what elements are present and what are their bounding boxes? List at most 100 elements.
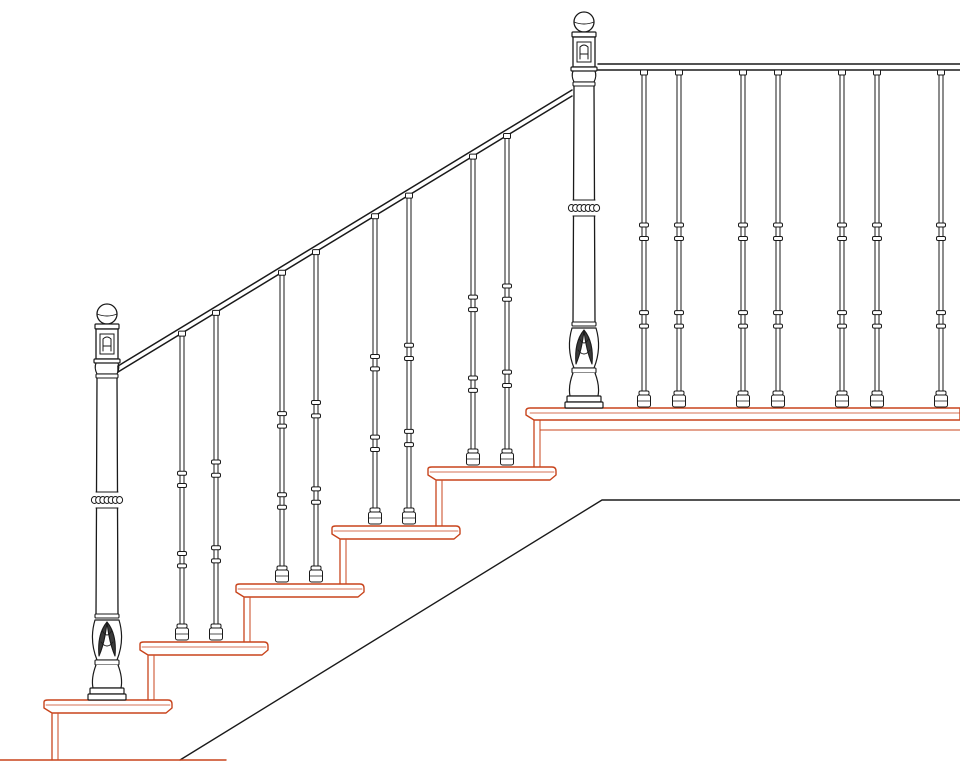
baluster-collar — [311, 499, 321, 505]
baluster-cap — [675, 69, 683, 76]
finial-collar — [571, 31, 597, 38]
baluster-collar — [370, 434, 380, 440]
newel-neck — [571, 70, 597, 83]
baluster-collar — [277, 504, 287, 510]
landing-baluster — [637, 69, 651, 408]
newel-neck — [94, 362, 120, 375]
baluster-collar — [277, 492, 287, 498]
landing-baluster — [771, 69, 785, 408]
leaf-veins — [577, 337, 591, 355]
baluster-collar — [404, 342, 414, 348]
stair-handrail-top — [117, 89, 573, 367]
acanthus-leaf-ornament — [568, 327, 600, 369]
landing-baluster — [934, 69, 948, 408]
newel-ring — [572, 81, 596, 87]
baluster-collar — [370, 353, 380, 359]
baluster-collar — [936, 310, 946, 316]
baluster-foot-ring — [176, 623, 188, 629]
finial-collar — [94, 323, 120, 330]
newel-panel-ornament — [102, 336, 112, 352]
stringer-line — [179, 499, 960, 761]
baluster-cap — [178, 330, 186, 337]
baluster-cap — [774, 69, 782, 76]
baluster-foot-ring — [935, 390, 947, 396]
baluster-foot-ring — [673, 390, 685, 396]
baluster-collar — [639, 236, 649, 241]
baluster-collar — [872, 310, 882, 316]
stair-baluster — [309, 249, 323, 583]
baluster-foot-ring — [836, 390, 848, 396]
newel-plinth — [564, 401, 604, 409]
stair-baluster — [402, 192, 416, 525]
baluster-collar — [502, 283, 512, 289]
baluster-collar — [674, 310, 684, 316]
newel-ring — [95, 373, 119, 379]
newel-plinth-top — [89, 687, 125, 695]
finial-band — [96, 313, 118, 317]
stair-baluster — [466, 153, 480, 466]
baluster-cap — [838, 69, 846, 76]
handrails — [117, 63, 960, 373]
baluster-foot-ring — [467, 448, 479, 454]
newel-post-landing — [564, 11, 604, 409]
step-tread — [331, 525, 461, 540]
stair-baluster — [368, 213, 382, 525]
baluster-collar — [738, 222, 748, 228]
newel-base-bell — [91, 664, 123, 689]
finial-ball — [573, 11, 595, 33]
baluster-foot-ring — [772, 390, 784, 396]
baluster-collar — [404, 356, 414, 362]
baluster-collar — [177, 563, 187, 569]
baluster-collar — [837, 323, 847, 329]
acanthus-leaf-ornament — [91, 619, 123, 661]
baluster-collar — [311, 400, 321, 406]
stair-handrail-bottom — [117, 95, 573, 373]
stair-baluster — [275, 269, 289, 583]
baluster-collar — [674, 236, 684, 241]
newel-plinth — [87, 693, 127, 701]
stair-step — [331, 525, 461, 585]
newel-bead — [593, 204, 601, 212]
balusters — [175, 69, 948, 641]
baluster-cap — [312, 249, 320, 256]
stair-baluster — [500, 133, 514, 466]
baluster-foot-ring — [501, 448, 513, 454]
baluster-collar — [872, 222, 882, 228]
baluster-collar — [639, 310, 649, 316]
newel-base-bell — [568, 372, 600, 397]
newel-base-ring — [94, 659, 120, 666]
baluster-collar — [773, 222, 783, 228]
baluster-collar — [936, 236, 946, 241]
stair-step — [427, 466, 557, 527]
stair-baluster — [175, 330, 189, 641]
baluster-cap — [278, 269, 286, 276]
stair-steps — [0, 466, 557, 761]
stair-step — [43, 699, 173, 761]
baluster-collar — [211, 459, 221, 465]
baluster-collar — [211, 472, 221, 478]
newel-shaft-upper — [572, 85, 596, 201]
baluster-collar — [177, 551, 187, 557]
baluster-collar — [404, 442, 414, 448]
baluster-collar — [370, 447, 380, 453]
baluster-cap — [371, 213, 379, 220]
landing-baluster — [870, 69, 884, 408]
baluster-collar — [177, 483, 187, 489]
baluster-collar — [738, 236, 748, 241]
newel-leaf-collar — [94, 613, 120, 619]
baluster-collar — [404, 428, 414, 434]
baluster-cap — [405, 192, 413, 199]
baluster-collar — [936, 323, 946, 329]
baluster-foot-ring — [638, 390, 650, 396]
finial-ball — [96, 303, 118, 325]
newel-bead — [116, 496, 124, 504]
newel-leaf-collar — [571, 321, 597, 327]
baluster-collar — [468, 375, 478, 381]
baluster-foot-ring — [276, 565, 288, 571]
newel-shaft-lower — [572, 215, 596, 323]
newel-plinth-top — [566, 395, 602, 403]
baluster-cap — [873, 69, 881, 76]
baluster-collar — [773, 323, 783, 329]
baluster-collar — [277, 411, 287, 417]
baluster-cap — [640, 69, 648, 76]
